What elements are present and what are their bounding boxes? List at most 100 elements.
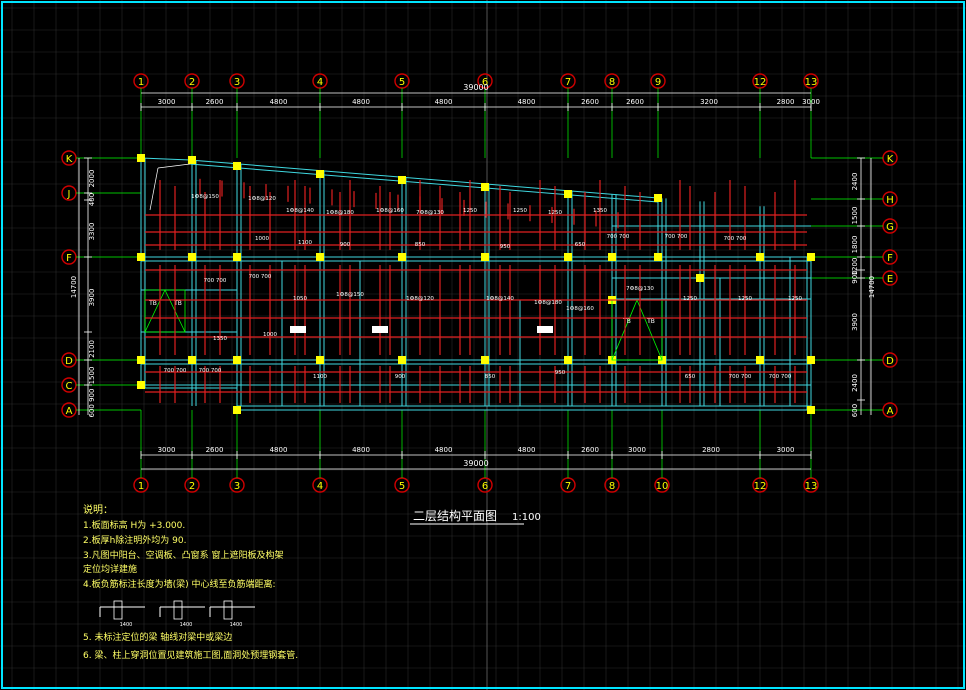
edge-line xyxy=(157,163,191,169)
slab-mark: 1Ф8@120 xyxy=(406,296,434,302)
slab-mark: 700 700 xyxy=(199,368,222,374)
beam-top-sloped xyxy=(189,159,659,199)
axis-bottom-10-label: 10 xyxy=(656,481,669,492)
slab-mark: 1350 xyxy=(593,208,607,214)
column xyxy=(481,253,489,261)
axis-left-A-label: A xyxy=(66,406,73,417)
drawing-scale: 1:100 xyxy=(512,512,541,523)
axis-top-7-label: 7 xyxy=(565,77,571,88)
axis-top-13-label: 13 xyxy=(805,77,818,88)
dim-right-span: 1500 xyxy=(851,207,859,225)
slab-mark: 7Ф8@130 xyxy=(626,286,654,292)
slab-mark: 950 xyxy=(555,370,566,376)
column xyxy=(233,356,241,364)
axis-top-8-label: 8 xyxy=(609,77,615,88)
edge-line xyxy=(149,167,159,211)
column xyxy=(807,406,815,414)
column xyxy=(233,162,241,170)
slab-mark: 700 700 xyxy=(724,236,747,242)
column xyxy=(564,253,572,261)
column xyxy=(696,274,704,282)
axis-bottom-6-label: 6 xyxy=(482,481,488,492)
slab-mark: 1250 xyxy=(548,210,562,216)
slab-mark: 700 700 xyxy=(607,234,630,240)
axis-bottom-7-label: 7 xyxy=(565,481,571,492)
column xyxy=(756,253,764,261)
column xyxy=(137,356,145,364)
axis-right-D-label: D xyxy=(886,356,894,367)
slab-mark: 950 xyxy=(500,244,511,250)
dim-left-span: 2100 xyxy=(88,340,96,358)
notes-heading: 说明： xyxy=(83,503,113,516)
column xyxy=(807,356,815,364)
dim-top-span: 4800 xyxy=(518,98,536,106)
column xyxy=(807,253,815,261)
slab-mark: 1Ф8@150 xyxy=(191,194,219,200)
slab-mark: 1050 xyxy=(293,296,307,302)
slab-tag xyxy=(372,326,388,333)
dim-right-span: 1200 xyxy=(851,258,859,276)
room-label-tb: TB xyxy=(646,318,655,325)
axis-left-J-label: J xyxy=(67,189,71,200)
slab-mark: 1Ф8@120 xyxy=(248,196,276,202)
column xyxy=(137,381,145,389)
note-item: 定位均详建施 xyxy=(83,563,137,575)
axis-right-A-label: A xyxy=(887,406,894,417)
dim-left-span: 600 900 xyxy=(88,389,96,418)
axis-bottom-4-label: 4 xyxy=(317,481,323,492)
dim-overall-bottom-text: 39000 xyxy=(463,459,488,468)
column xyxy=(398,253,406,261)
column xyxy=(137,253,145,261)
sketch-wall xyxy=(223,600,233,620)
dim-bottom-span: 3000 xyxy=(628,446,646,454)
dim-overall-top-text: 39000 xyxy=(463,83,488,92)
column xyxy=(756,356,764,364)
sketch-wall xyxy=(173,600,183,620)
axis-left-C-label: C xyxy=(66,381,73,392)
slab-mark: 700 700 xyxy=(204,278,227,284)
column xyxy=(188,253,196,261)
axis-bottom-8-label: 8 xyxy=(609,481,615,492)
slab-mark: 650 xyxy=(575,242,586,248)
column xyxy=(188,356,196,364)
rebar-group xyxy=(145,178,807,403)
axis-right-G-label: G xyxy=(886,222,894,233)
axis-top-2-label: 2 xyxy=(189,77,195,88)
slab-mark: 1250 xyxy=(513,208,527,214)
slab-mark: 1250 xyxy=(788,296,802,302)
axis-bottom-1-label: 1 xyxy=(138,481,144,492)
drawing-title: 二层结构平面图 xyxy=(413,508,497,523)
dim-bottom-span: 4800 xyxy=(270,446,288,454)
dim-right-span: 600 xyxy=(851,404,859,417)
axis-top-9-label: 9 xyxy=(655,77,661,88)
dim-top-span: 2600 xyxy=(626,98,644,106)
slab-tag xyxy=(537,326,553,333)
slab-mark: 1350 xyxy=(213,336,227,342)
axis-top-1-label: 1 xyxy=(138,77,144,88)
axis-bottom-12-label: 12 xyxy=(754,481,767,492)
slab-mark: 700 700 xyxy=(665,234,688,240)
beam-top xyxy=(140,157,191,161)
stair-triangle xyxy=(611,298,663,361)
column xyxy=(188,156,196,164)
room-label-tb: TB xyxy=(148,300,157,307)
slab-mark: 850 xyxy=(485,374,496,380)
column xyxy=(233,406,241,414)
note-item: 4.板负筋标注长度为墙(梁) 中心线至负筋端距离: xyxy=(83,578,276,590)
room-label-tb: TB xyxy=(173,300,182,307)
slab-mark: 1100 xyxy=(298,240,312,246)
dim-top-span: 3000 xyxy=(802,98,820,106)
dim-left-span: 400 xyxy=(88,193,96,206)
axis-left-K-label: K xyxy=(66,154,73,165)
dim-left-span: 3300 xyxy=(88,223,96,241)
note-item: 1.板面标高 H为 +3.000. xyxy=(83,519,185,531)
slab-mark: 1Ф8@160 xyxy=(376,208,404,214)
slab-mark: 1Ф8@180 xyxy=(534,300,562,306)
note-item: 3.凡图中阳台、空调板、凸窗系 窗上遮阳板及构架 xyxy=(83,549,283,561)
axis-left-D-label: D xyxy=(65,356,73,367)
note-item: 5. 未标注定位的梁 轴线对梁中或梁边 xyxy=(83,631,232,643)
dim-top-span: 2800 xyxy=(777,98,795,106)
